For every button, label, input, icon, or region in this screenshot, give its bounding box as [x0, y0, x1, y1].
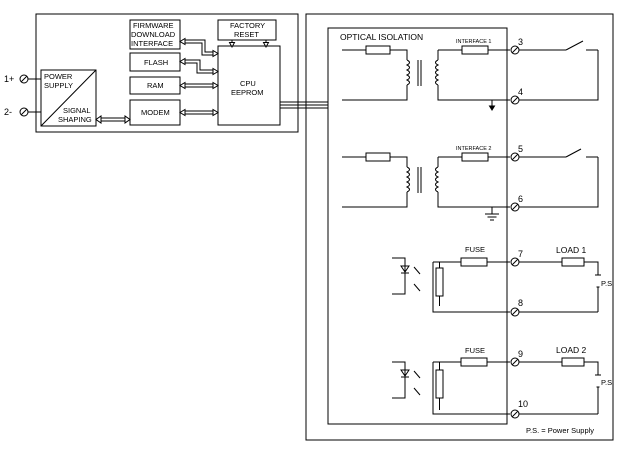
terminal-1: 1+ — [4, 74, 41, 84]
optical-isolation-label: OPTICAL ISOLATION — [340, 32, 423, 42]
terminal-3-label: 3 — [518, 37, 523, 47]
interface-2-circuit — [342, 152, 510, 221]
cpu-label-2: EEPROM — [231, 88, 264, 97]
ps-1-label: P.S. — [601, 279, 614, 288]
external-switch-2 — [519, 148, 599, 208]
ram-label: RAM — [147, 81, 164, 90]
firmware-label-1: FIRMWARE — [133, 21, 174, 30]
cpu-label-1: CPU — [240, 79, 256, 88]
arrow-ram-cpu — [179, 81, 219, 90]
fuse-2-label: FUSE — [465, 346, 485, 355]
terminal-5-label: 5 — [518, 144, 523, 154]
optical-isolation-box — [327, 27, 508, 425]
terminal-3 — [510, 45, 520, 55]
power-signal-block — [40, 69, 97, 127]
power-signal-divider — [40, 69, 97, 127]
load-2-label: LOAD 2 — [556, 345, 587, 355]
modem-label: MODEM — [141, 108, 170, 117]
interface-2-label: INTERFACE 2 — [456, 146, 491, 152]
terminal-8-label: 8 — [518, 298, 523, 308]
terminal-4-label: 4 — [518, 87, 523, 97]
terminal-1-label: 1+ — [4, 74, 14, 84]
factory-reset-label-1: FACTORY — [230, 21, 265, 30]
arrow-reset-cpu — [228, 40, 270, 49]
load-1-label: LOAD 1 — [556, 245, 587, 255]
ps-2-label: P.S. — [601, 378, 614, 387]
bus-link — [280, 101, 328, 109]
arrow-flash-cpu — [179, 57, 219, 76]
external-load-1 — [519, 257, 601, 313]
legend-label: P.S. = Power Supply — [526, 426, 594, 435]
interface-1-circuit — [342, 45, 510, 111]
power-supply-label-2: SUPPLY — [44, 81, 73, 90]
arrow-firmware-cpu — [179, 37, 219, 58]
power-supply-label-1: POWER — [44, 72, 73, 81]
terminal-10 — [510, 409, 520, 419]
external-load-2 — [519, 357, 601, 415]
flash-label: FLASH — [144, 58, 168, 67]
terminal-6 — [510, 202, 520, 212]
firmware-label-3: INTERFACE — [131, 39, 173, 48]
arrow-modem-cpu — [179, 108, 219, 117]
signal-shaping-label-2: SHAPING — [58, 115, 92, 124]
terminal-2: 2- — [4, 107, 41, 117]
firmware-label-2: DOWNLOAD — [131, 30, 176, 39]
output-2-circuit — [392, 357, 510, 415]
terminal-2-label: 2- — [4, 107, 12, 117]
terminal-9-label: 9 — [518, 349, 523, 359]
output-1-circuit — [392, 257, 510, 313]
arrow-signal-modem — [95, 115, 131, 124]
terminal-7 — [510, 257, 520, 267]
terminal-9 — [510, 357, 520, 367]
controller-module — [35, 13, 299, 133]
firmware-block — [129, 19, 181, 50]
factory-reset-label-2: RESET — [234, 30, 259, 39]
terminal-4 — [510, 95, 520, 105]
signal-shaping-label-1: SIGNAL — [63, 106, 91, 115]
terminal-5 — [510, 152, 520, 162]
terminal-8 — [510, 307, 520, 317]
external-switch-1 — [519, 40, 599, 101]
terminal-6-label: 6 — [518, 194, 523, 204]
factory-reset-block — [217, 19, 277, 41]
fuse-1-label: FUSE — [465, 245, 485, 254]
terminal-10-label: 10 — [518, 399, 528, 409]
io-module — [305, 13, 614, 441]
terminal-7-label: 7 — [518, 249, 523, 259]
interface-1-label: INTERFACE 1 — [456, 39, 491, 45]
